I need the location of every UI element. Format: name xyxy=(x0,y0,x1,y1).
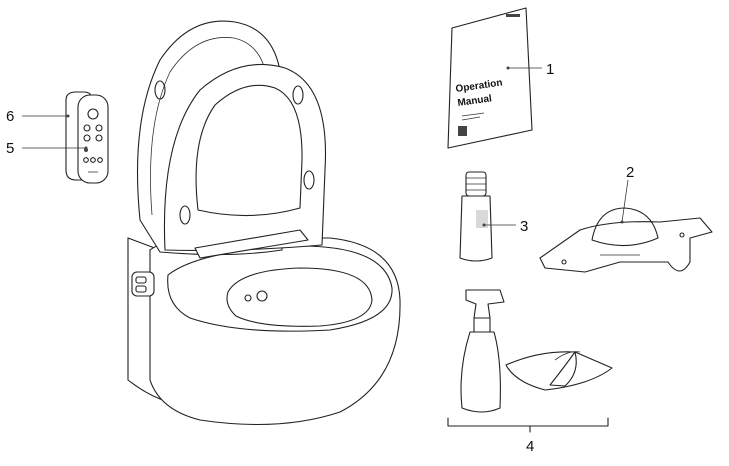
shower-toilet-illustration xyxy=(128,21,400,424)
descaler-bottle-illustration xyxy=(460,172,492,261)
callout-5: 5 xyxy=(6,140,14,157)
remote-control-with-holder xyxy=(66,92,108,183)
callout-2: 2 xyxy=(626,164,634,181)
callout-3: 3 xyxy=(520,218,528,235)
cleaning-cloth-illustration xyxy=(506,352,612,390)
cleaning-spray-illustration xyxy=(461,290,504,412)
callout-1: 1 xyxy=(546,61,554,78)
descaling-adapter-illustration xyxy=(540,208,712,272)
group-bracket xyxy=(448,418,608,426)
operation-manual-illustration: Operation Manual xyxy=(448,8,532,148)
callout-4: 4 xyxy=(526,438,534,455)
callout-6: 6 xyxy=(6,108,14,125)
